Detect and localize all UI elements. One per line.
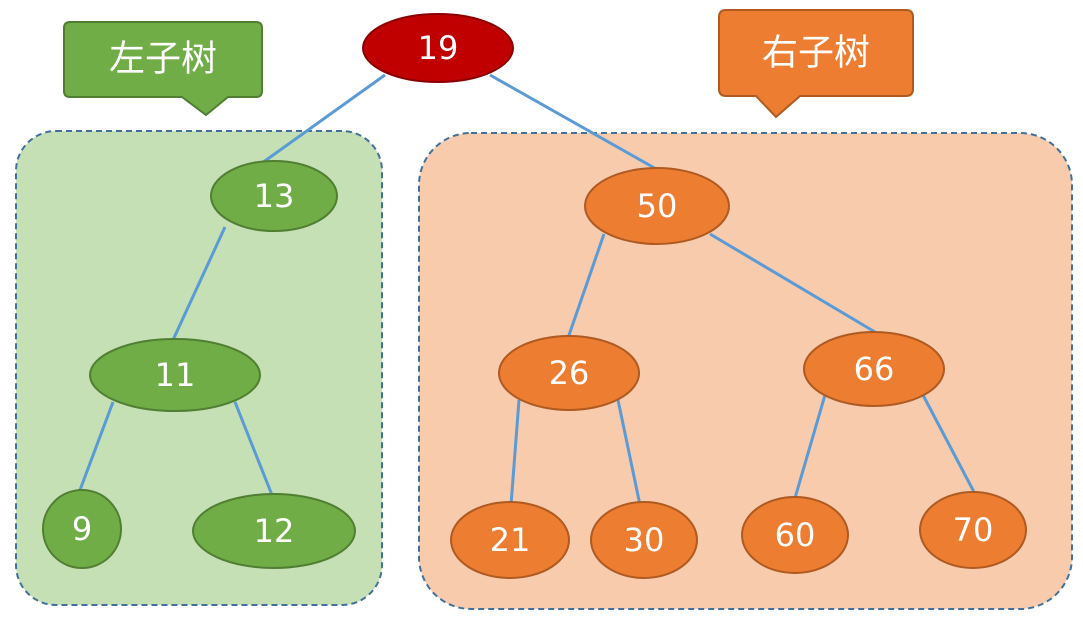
tree-node: 60 — [741, 496, 849, 574]
node-label: 21 — [490, 521, 531, 559]
node-label: 9 — [72, 510, 92, 548]
edge-19-13 — [261, 73, 386, 165]
edge-26-30 — [616, 399, 642, 506]
node-label: 30 — [624, 521, 665, 559]
tree-node: 26 — [498, 335, 640, 411]
node-label: 12 — [254, 512, 295, 550]
edge-66-70 — [921, 394, 976, 493]
tree-node-right-root: 50 — [584, 167, 730, 245]
node-label: 19 — [418, 29, 459, 67]
edge-13-11 — [171, 226, 227, 341]
right-subtree-region — [418, 132, 1073, 610]
edge-50-66 — [709, 232, 876, 334]
edge-19-50 — [489, 73, 659, 172]
node-label: 60 — [775, 516, 816, 554]
tree-node: 21 — [450, 501, 570, 579]
edge-11-9 — [78, 401, 115, 491]
left-subtree-label: 左子树 — [109, 39, 217, 80]
node-label: 26 — [549, 354, 590, 392]
tree-node: 70 — [919, 491, 1027, 569]
tree-node: 66 — [803, 331, 945, 407]
left-subtree-callout: 左子树 — [63, 21, 263, 117]
node-label: 11 — [155, 356, 196, 394]
tree-node-root: 19 — [362, 13, 514, 83]
node-label: 13 — [254, 177, 295, 215]
edge-50-26 — [566, 233, 606, 339]
edge-66-60 — [793, 394, 827, 499]
tree-node-left-root: 13 — [210, 160, 338, 232]
edge-26-21 — [509, 399, 521, 506]
node-label: 70 — [953, 511, 994, 549]
tree-node: 9 — [42, 489, 122, 569]
right-subtree-callout: 右子树 — [718, 9, 914, 119]
tree-node: 12 — [192, 493, 356, 569]
tree-node: 11 — [89, 338, 261, 412]
tree-node: 30 — [590, 501, 698, 579]
right-subtree-label: 右子树 — [762, 33, 870, 74]
node-label: 50 — [637, 187, 678, 225]
edge-11-12 — [233, 401, 274, 496]
node-label: 66 — [854, 350, 895, 388]
